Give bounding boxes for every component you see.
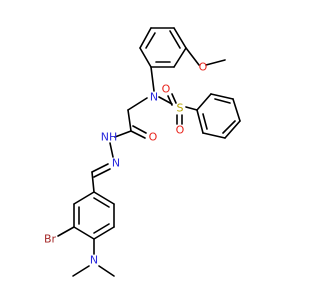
bond: [196, 93, 212, 111]
bond: [145, 32, 156, 49]
bond: [132, 125, 147, 134]
bond: [150, 66, 155, 92]
bond: [214, 98, 231, 104]
atom-n-imine: N: [112, 157, 120, 170]
bond: [169, 30, 181, 49]
atom-n-dimethylamino: N: [90, 254, 98, 267]
bond: [73, 226, 95, 240]
bond: [232, 98, 241, 122]
bond: [91, 163, 109, 173]
atom-labels: N O S O O O NH N Br N: [44, 61, 208, 267]
bond: [114, 130, 132, 138]
bond: [93, 226, 115, 240]
bond: [185, 47, 200, 66]
bond: [91, 171, 95, 193]
bond: [210, 93, 234, 100]
bonds: [57, 27, 241, 277]
bond: [158, 96, 173, 105]
bond: [57, 226, 75, 237]
atom-nh-hydrazide: NH: [101, 131, 118, 144]
atom-o-sulfonyl-bottom: O: [176, 124, 185, 137]
bond: [127, 97, 148, 111]
atom-o-sulfonyl-left: O: [162, 83, 171, 96]
bond: [93, 168, 111, 178]
bond: [139, 27, 152, 49]
bond: [93, 197, 110, 208]
bond: [72, 265, 90, 277]
bond: [93, 191, 115, 205]
bond: [202, 113, 208, 130]
bond: [93, 223, 110, 234]
structure-svg: N O S O O O NH N Br N: [44, 27, 241, 277]
bond: [222, 120, 236, 134]
bond: [205, 59, 226, 66]
atom-s-sulfonyl: S: [177, 102, 184, 115]
bond: [171, 93, 177, 104]
bond: [167, 95, 173, 106]
bond: [173, 27, 187, 49]
atom-n-sulfonamide: N: [150, 91, 158, 104]
bond: [98, 265, 115, 277]
atom-br: Br: [44, 233, 57, 246]
bond: [127, 109, 132, 132]
molecule-diagram: N O S O O O NH N Br N: [43, 27, 241, 277]
bond: [173, 47, 187, 68]
bond: [139, 47, 152, 68]
bond: [224, 120, 241, 139]
bond: [185, 106, 198, 111]
bond: [196, 109, 204, 134]
atom-o-methoxy: O: [199, 61, 208, 74]
bond: [109, 142, 114, 158]
bond: [73, 191, 95, 205]
bond: [130, 130, 146, 139]
bond: [202, 132, 226, 139]
atom-o-carbonyl: O: [149, 131, 158, 144]
